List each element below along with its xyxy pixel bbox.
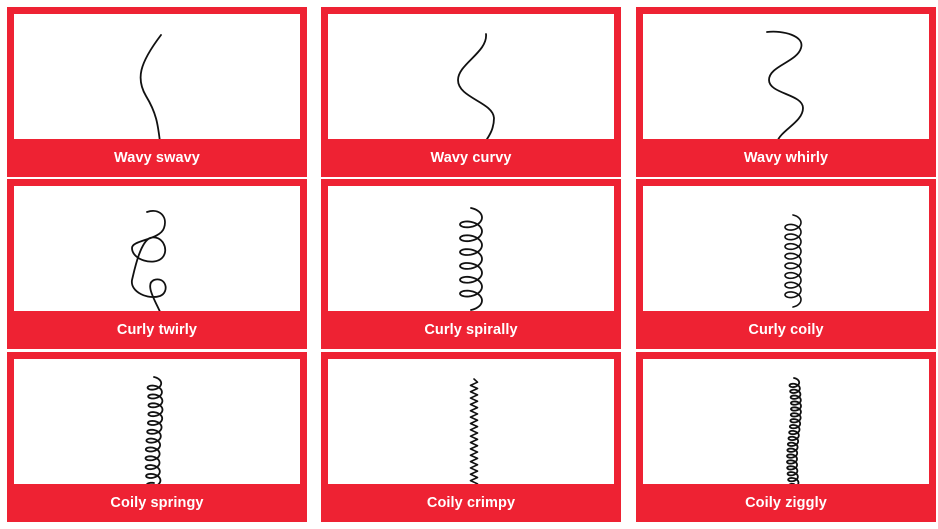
tile-wavy-curvy[interactable]: Wavy curvy	[321, 7, 621, 177]
curly-coily-hair-icon	[643, 186, 929, 314]
tile-label: Curly twirly	[7, 311, 307, 349]
coily-springy-hair-icon	[14, 359, 300, 487]
tile-label: Curly spirally	[321, 311, 621, 349]
tile-curly-coily[interactable]: Curly coily	[636, 179, 936, 349]
tile-coily-crimpy[interactable]: Coily crimpy	[321, 352, 621, 522]
tile-curly-twirly[interactable]: Curly twirly	[7, 179, 307, 349]
curly-twirly-hair-icon	[14, 186, 300, 314]
wavy-whirly-hair-icon	[643, 14, 929, 142]
tile-wavy-swavy[interactable]: Wavy swavy	[7, 7, 307, 177]
tile-label: Coily ziggly	[636, 484, 936, 522]
tile-curly-spirally[interactable]: Curly spirally	[321, 179, 621, 349]
tile-label: Curly coily	[636, 311, 936, 349]
tile-coily-ziggly[interactable]: Coily ziggly	[636, 352, 936, 522]
tile-label: Wavy curvy	[321, 139, 621, 177]
coily-crimpy-hair-icon	[328, 359, 614, 487]
wavy-swavy-hair-icon	[14, 14, 300, 142]
tile-coily-springy[interactable]: Coily springy	[7, 352, 307, 522]
curly-spirally-hair-icon	[328, 186, 614, 314]
tile-wavy-whirly[interactable]: Wavy whirly	[636, 7, 936, 177]
tile-label: Wavy whirly	[636, 139, 936, 177]
tile-label: Coily springy	[7, 484, 307, 522]
wavy-curvy-hair-icon	[328, 14, 614, 142]
tile-label: Wavy swavy	[7, 139, 307, 177]
tile-label: Coily crimpy	[321, 484, 621, 522]
coily-ziggly-hair-icon	[643, 359, 929, 487]
